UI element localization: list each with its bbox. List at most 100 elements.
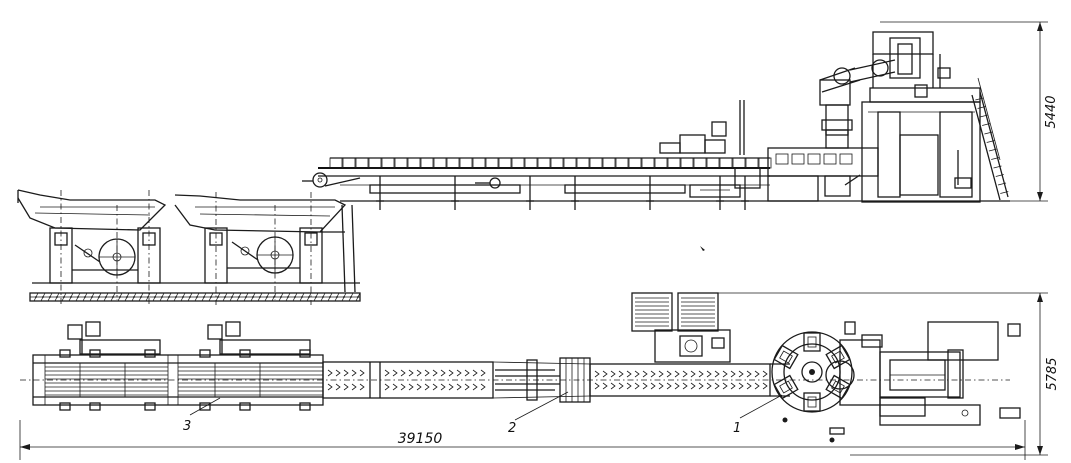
hatch-dot [287, 296, 289, 298]
tilting-hopper-left [17, 189, 167, 305]
chevron [456, 383, 462, 391]
hatch-dot [210, 296, 212, 298]
hatch-dot [203, 296, 205, 298]
hatch-dot [301, 296, 303, 298]
roller-segment [446, 157, 460, 169]
chevron [714, 382, 720, 390]
separator-2 [559, 357, 591, 403]
chevron [359, 383, 365, 391]
hatch-dot [49, 296, 51, 298]
hatch-dot [280, 296, 282, 298]
stair-tread [1000, 191, 1009, 194]
hatch-dot [140, 296, 142, 298]
chevron [714, 370, 720, 378]
chevron [351, 369, 357, 377]
chevron [658, 382, 664, 390]
chevron [594, 382, 600, 390]
chevron [698, 370, 704, 378]
chevron [610, 382, 616, 390]
stair-tread [988, 148, 998, 152]
chevron [351, 383, 357, 391]
chevron [674, 370, 680, 378]
roller-segment [576, 157, 590, 169]
chevron [762, 370, 768, 378]
hatch-dot [168, 296, 170, 298]
stair-tread [977, 106, 986, 109]
hatch-dot [161, 296, 163, 298]
pod-body [803, 332, 821, 352]
roller-segment [394, 157, 408, 169]
hatch-dot [350, 296, 352, 298]
stack-lines [635, 297, 715, 327]
chevron [666, 382, 672, 390]
bank-clip [199, 349, 211, 358]
chevron [698, 382, 704, 390]
callout-label-2: 2 [508, 421, 516, 436]
callout-3: 3 [183, 397, 221, 434]
bank-clip [59, 349, 71, 358]
callout-1: 1 [733, 394, 783, 436]
roller-segment [511, 157, 525, 169]
stair-tread [984, 131, 993, 135]
stair-tread [997, 182, 1007, 186]
hatch-dot [294, 296, 296, 298]
roller-segment [745, 157, 759, 169]
hatch-dot [245, 296, 247, 298]
chevron [738, 382, 744, 390]
roller-segment [680, 157, 694, 169]
chevron [682, 382, 688, 390]
stair-tread [991, 157, 1000, 160]
chevron [762, 382, 768, 390]
pod-inner [779, 350, 793, 364]
chevron [424, 369, 430, 377]
roller-segment [550, 157, 564, 169]
chevron [754, 382, 760, 390]
stair-tread [982, 123, 991, 126]
plan-bank-rows [45, 349, 323, 411]
pod-body [773, 344, 799, 370]
roller-segment [589, 157, 603, 169]
chevron [432, 383, 438, 391]
chevron [594, 370, 600, 378]
bank-clip [89, 402, 101, 411]
roller-segment [407, 157, 421, 169]
hatch-dot [35, 296, 37, 298]
bank-clip [239, 402, 251, 411]
pod-inner [779, 380, 793, 394]
callout-label-1: 1 [733, 421, 741, 436]
chevron [730, 370, 736, 378]
plan-chain-conveyor [322, 359, 771, 401]
stair-tread [979, 114, 988, 118]
hatch-dot [336, 296, 338, 298]
chevron [408, 369, 414, 377]
chevron [634, 370, 640, 378]
chevron [456, 369, 462, 377]
roller-segment [654, 157, 668, 169]
roller-segment [381, 157, 395, 169]
roller-segment [602, 157, 616, 169]
plan-stacks [631, 292, 731, 363]
chevron [335, 383, 341, 391]
chevron [327, 369, 333, 377]
chevron [674, 382, 680, 390]
dimension-39150: 39150 [398, 431, 443, 447]
bank-clip [239, 349, 251, 358]
chevron [722, 370, 728, 378]
callout-label-3: 3 [183, 419, 191, 434]
foundation-hatching [33, 292, 361, 302]
conveyor-chevrons [327, 369, 768, 391]
bank-clip [89, 349, 101, 358]
chevron [416, 369, 422, 377]
dimension-5785: 5785 [1045, 357, 1060, 390]
chevron [384, 369, 390, 377]
chevron [343, 383, 349, 391]
chevron [335, 369, 341, 377]
upper-conveyor [302, 157, 770, 198]
bank-clip [144, 402, 156, 411]
chevron [480, 383, 486, 391]
roller-segment [355, 157, 369, 169]
plan-rails [19, 292, 1048, 460]
hatch-dot [357, 296, 359, 298]
chevron [690, 370, 696, 378]
